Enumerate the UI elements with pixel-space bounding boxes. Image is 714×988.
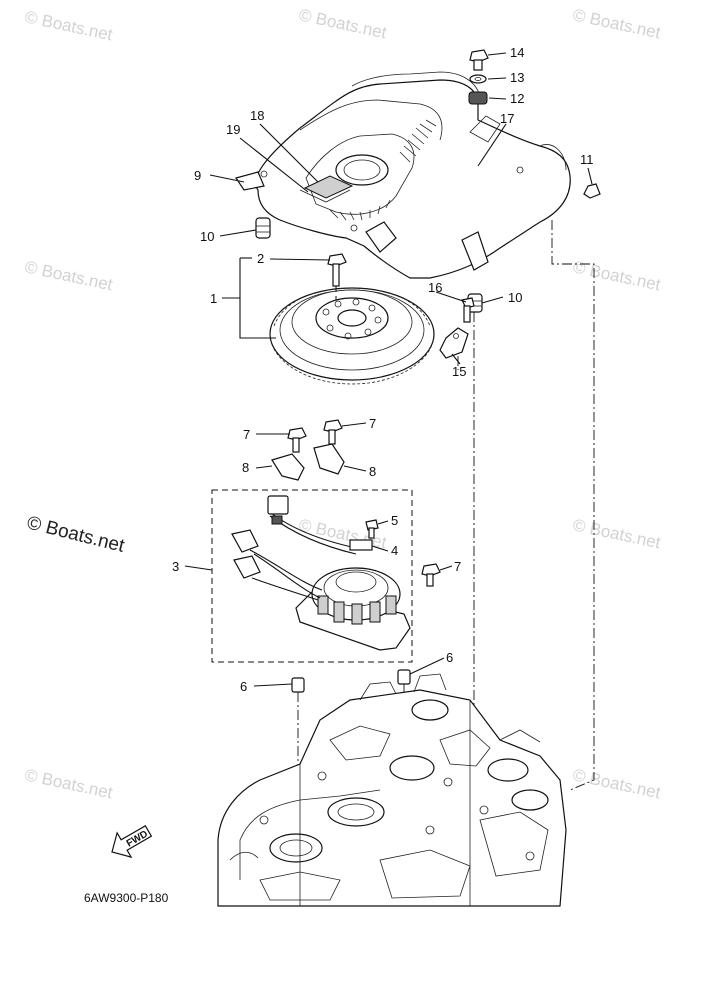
bolt-5 <box>365 519 379 539</box>
callout-19: 19 <box>226 122 240 137</box>
callout-7-mid: 7 <box>369 416 376 431</box>
callout-15: 15 <box>452 364 466 379</box>
callout-labels: 14 13 12 17 11 18 19 9 10 10 2 1 16 15 7… <box>172 45 594 694</box>
fwd-arrow-icon: FWD <box>111 824 153 859</box>
clamp-15 <box>439 327 469 359</box>
watermark: © Boats.net <box>571 5 662 42</box>
callout-7-right: 7 <box>454 559 461 574</box>
watermark: © Boats.net <box>23 765 114 802</box>
callout-11: 11 <box>580 152 594 167</box>
callout-7-left: 7 <box>243 427 250 442</box>
watermark: © Boats.net <box>571 515 662 552</box>
drawing-code: 6AW9300-P180 <box>84 891 169 905</box>
bolt-16 <box>461 297 475 323</box>
brand-caption: © Boats.net <box>25 512 127 557</box>
bolt-7a <box>287 427 307 453</box>
callout-9: 9 <box>194 168 201 183</box>
wire-harness <box>231 495 373 601</box>
callout-13: 13 <box>510 70 524 85</box>
callout-3: 3 <box>172 559 179 574</box>
fwd-label: FWD <box>125 829 150 850</box>
callout-16: 16 <box>428 280 442 295</box>
callout-8-left: 8 <box>242 460 249 475</box>
grommet-left <box>255 217 271 239</box>
callout-18: 18 <box>250 108 264 123</box>
callout-6-left: 6 <box>240 679 247 694</box>
callout-1: 1 <box>210 291 217 306</box>
callout-4: 4 <box>391 543 398 558</box>
bolt-7b <box>323 419 343 445</box>
dowel-6b <box>397 669 411 685</box>
callout-12: 12 <box>510 91 524 106</box>
stator <box>295 567 411 651</box>
watermark: © Boats.net <box>297 5 388 42</box>
bolt-2 <box>327 253 347 287</box>
callout-17: 17 <box>500 111 514 126</box>
watermark: © Boats.net <box>23 257 114 294</box>
callout-10-left: 10 <box>200 229 214 244</box>
watermark: © Boats.net <box>23 7 114 44</box>
clamp-8a <box>271 453 305 481</box>
bolt-7c <box>421 563 441 587</box>
bolt-stack-14-13-12 <box>468 49 489 105</box>
flywheel-cover <box>235 71 571 279</box>
dowel-6a <box>291 677 305 693</box>
bolt-11 <box>583 183 601 199</box>
watermark: © Boats.net <box>571 257 662 294</box>
engine-block <box>217 673 567 907</box>
stator-assembly-box <box>211 489 413 663</box>
callout-8-right: 8 <box>369 464 376 479</box>
callout-5: 5 <box>391 513 398 528</box>
flywheel <box>269 287 435 385</box>
callout-2: 2 <box>257 251 264 266</box>
leaders <box>184 52 593 687</box>
callout-6-right: 6 <box>446 650 453 665</box>
clamp-8b <box>313 443 345 475</box>
callout-14: 14 <box>510 45 524 60</box>
callout-10-right: 10 <box>508 290 522 305</box>
watermark: © Boats.net <box>571 765 662 802</box>
